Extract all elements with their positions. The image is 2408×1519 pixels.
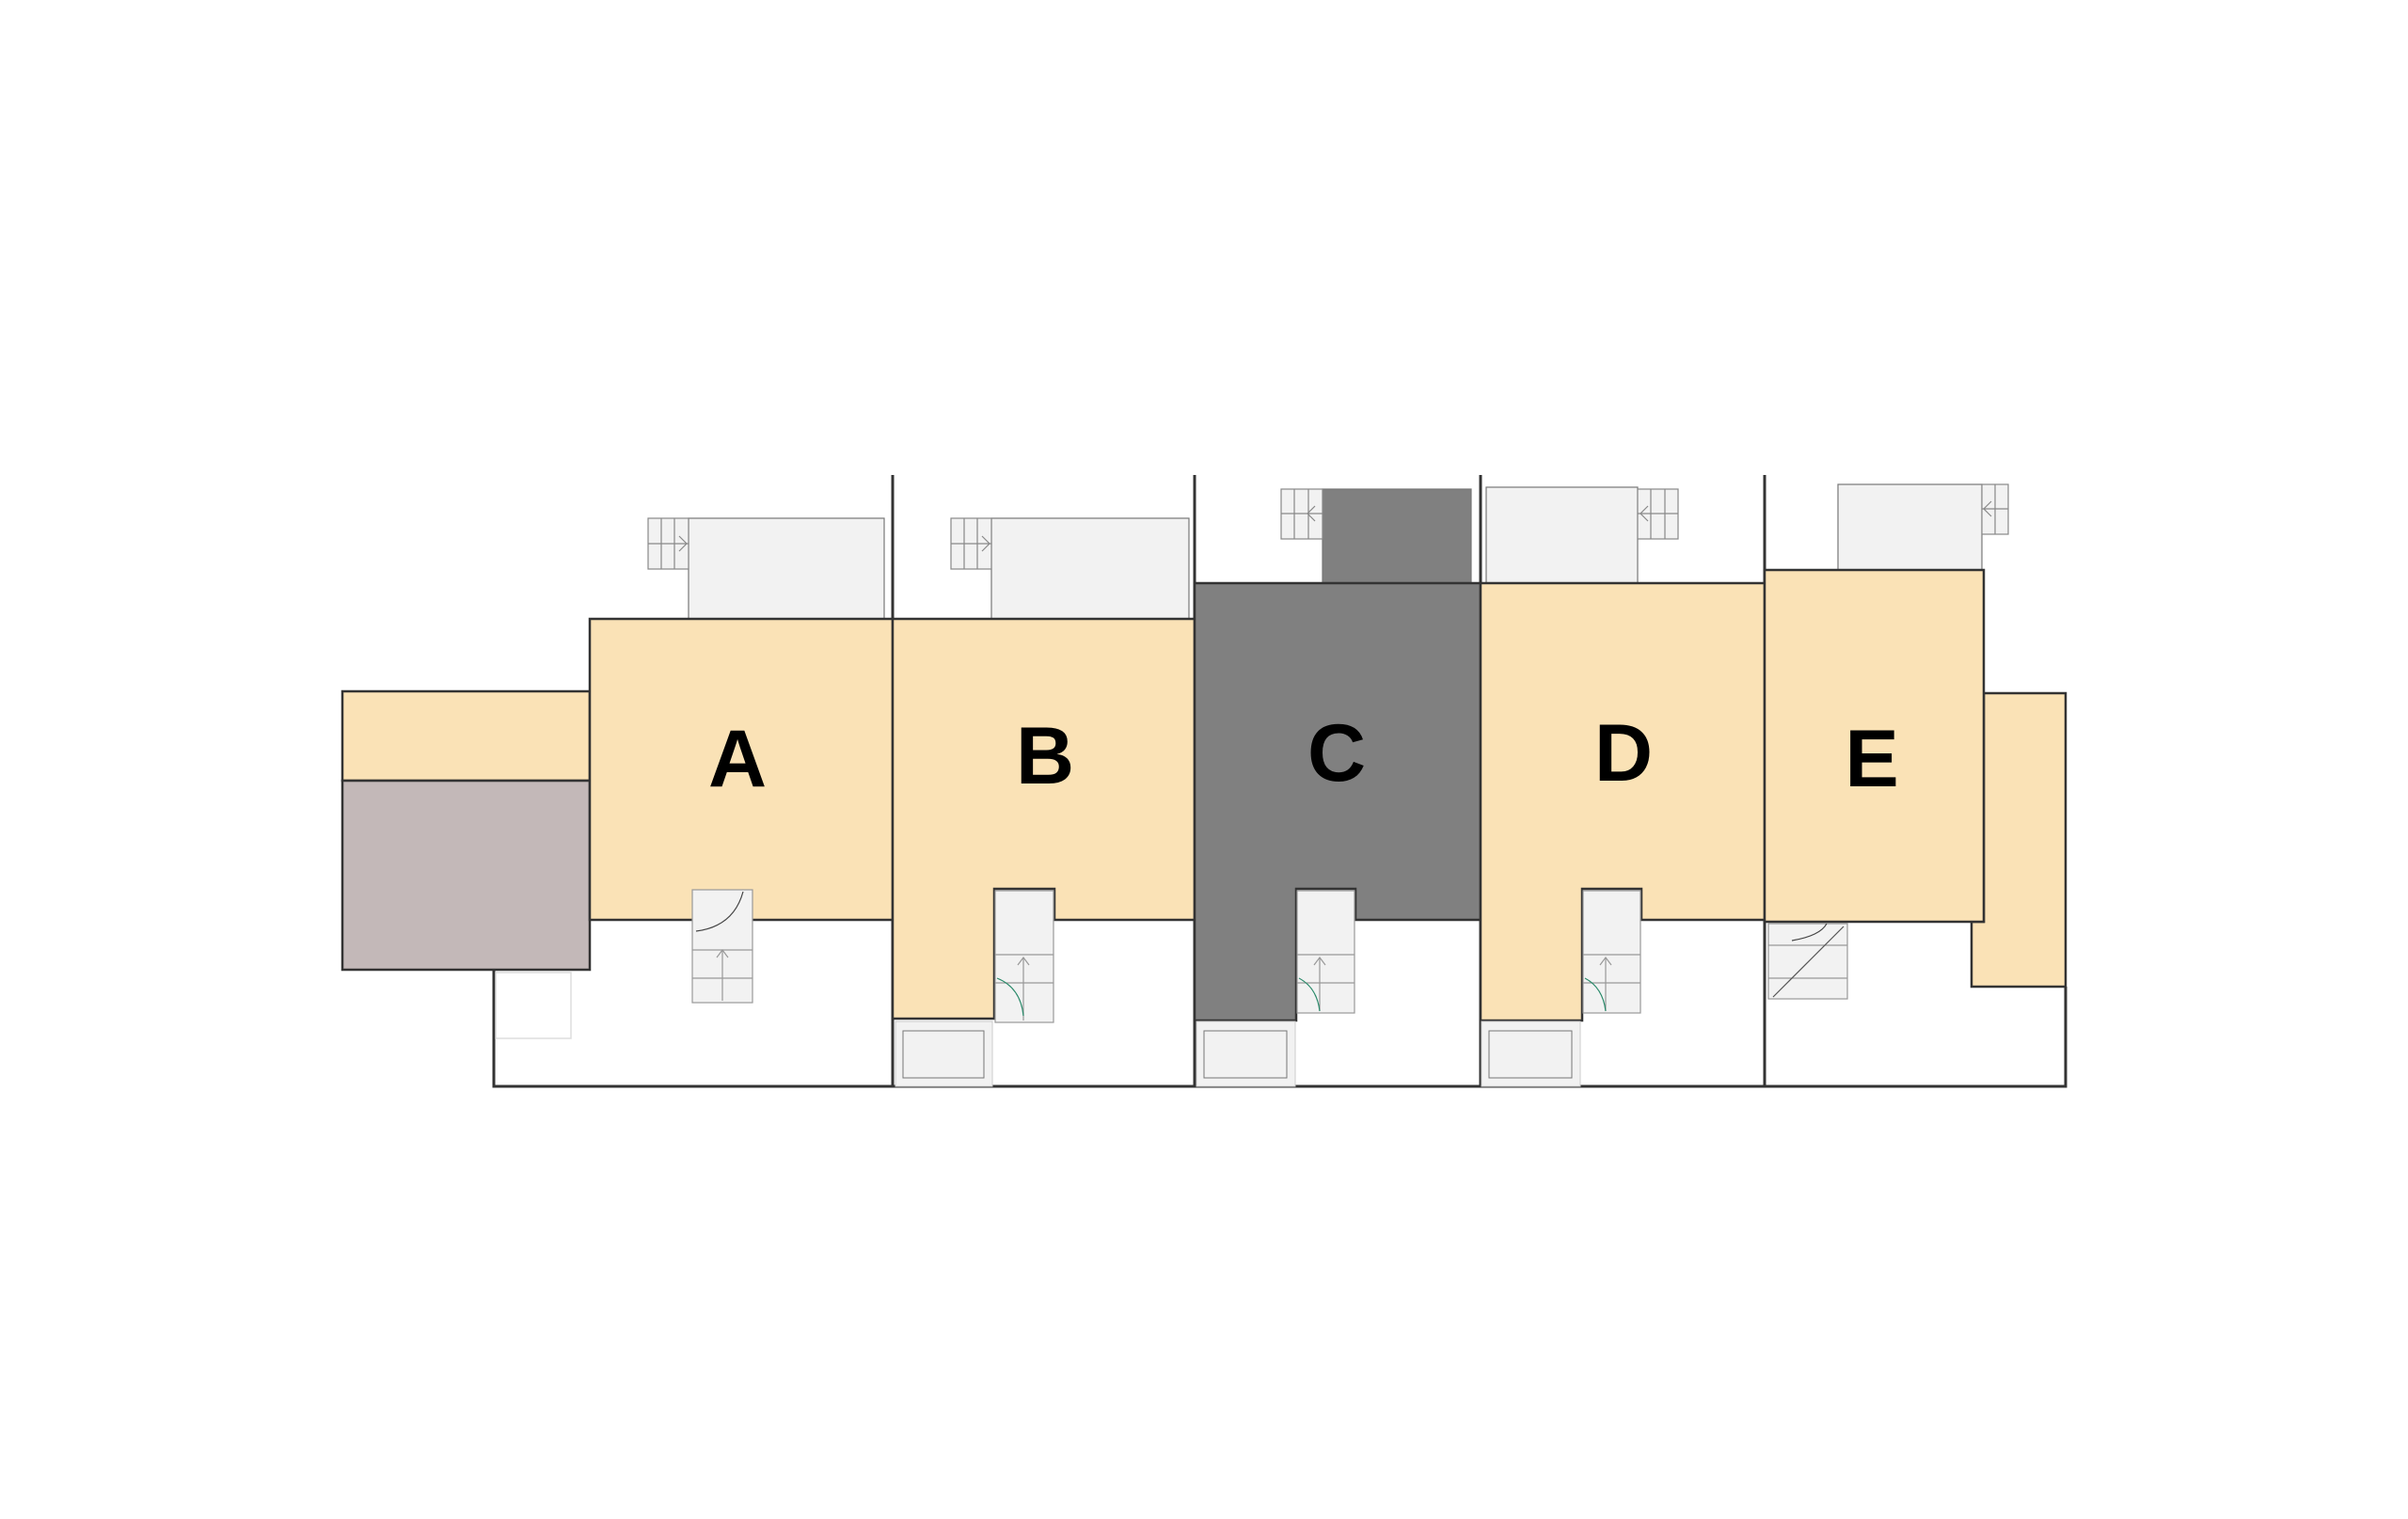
unit-label-d: D bbox=[1594, 708, 1653, 799]
unit-e[interactable]: E bbox=[1763, 568, 2067, 989]
unit-label-c: C bbox=[1307, 708, 1366, 799]
stair-icon bbox=[691, 889, 753, 1004]
terrace-c bbox=[1322, 488, 1472, 584]
stair-icon bbox=[1981, 483, 2009, 535]
stair-icon bbox=[950, 517, 992, 570]
unit-d[interactable]: D bbox=[1479, 581, 1766, 1022]
stair-icon bbox=[1296, 890, 1355, 1014]
front-parking bbox=[895, 1021, 1581, 1087]
terrace-b bbox=[990, 517, 1190, 620]
interior-stairs bbox=[691, 889, 1848, 1023]
terrace-a bbox=[688, 517, 885, 620]
terrace-d bbox=[1485, 486, 1639, 584]
rear-stairs bbox=[647, 483, 2009, 570]
unit-a[interactable]: A bbox=[588, 617, 895, 922]
unit-label-a: A bbox=[708, 714, 767, 804]
stair-icon bbox=[647, 517, 689, 570]
unit-label-b: B bbox=[1016, 711, 1074, 801]
stair-icon bbox=[994, 890, 1054, 1023]
terrace-e bbox=[1837, 483, 1983, 571]
stair-icon bbox=[1280, 488, 1323, 540]
unit-label-e: E bbox=[1845, 714, 1898, 804]
stair-icon bbox=[1637, 488, 1679, 540]
unit-b[interactable]: B bbox=[891, 617, 1196, 1021]
stair-icon bbox=[1582, 890, 1641, 1014]
stair-icon bbox=[1767, 923, 1848, 1000]
left-annex bbox=[341, 689, 592, 1039]
